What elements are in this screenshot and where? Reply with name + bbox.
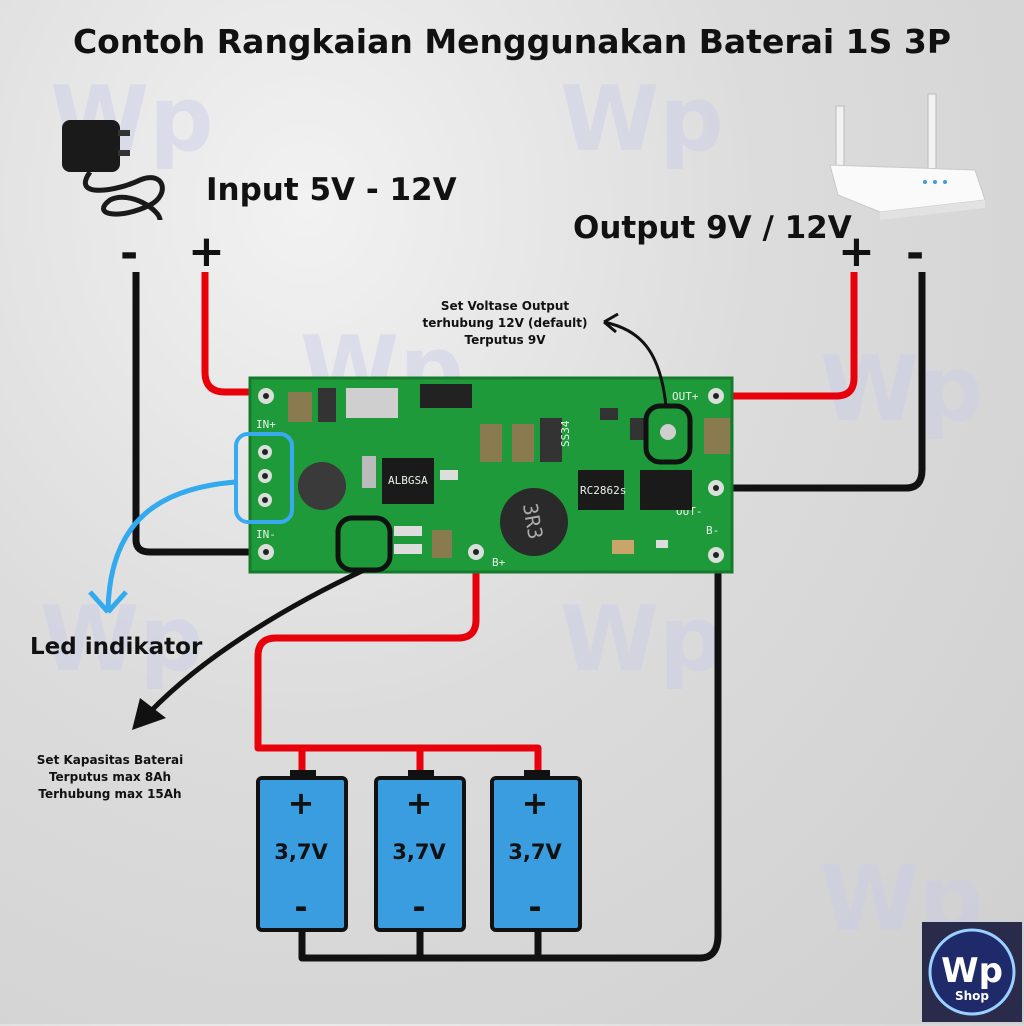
page-title: Contoh Rangkaian Menggunakan Baterai 1S … [72,22,952,61]
battery-voltage: 3,7V [274,840,328,864]
battery-negative-wire [298,560,722,962]
output-negative-wire [715,272,926,492]
logo-brand: Wp [941,951,1003,991]
battery-cell [374,776,466,932]
pcb-label-b-pos: B+ [492,556,506,569]
voltage-jumper-highlight [643,403,693,465]
input-voltage-label: Input 5V - 12V [206,172,457,208]
power-adapter-icon [62,120,165,221]
watermark: Wp [40,587,204,692]
router-icon [829,93,986,220]
battery-positive-sign: + [405,784,433,822]
note-line: Terhubung max 15Ah [38,787,182,801]
voltage-setting-note: Set Voltase Output terhubung 12V (defaul… [405,298,605,349]
battery-negative-sign: - [294,888,308,926]
pcb-label-b-neg: B- [706,524,719,537]
pcb-label-in-pos: IN+ [256,418,276,431]
voltage-note-arrow [603,320,668,407]
battery-voltage: 3,7V [392,840,446,864]
battery-negative-sign: - [528,888,542,926]
battery-cell [256,776,348,932]
watermark: Wp [820,337,984,442]
input-positive-wire [201,272,266,396]
watermark: Wp [560,587,724,692]
output-negative-sign: - [906,228,924,279]
pcb-label-out-pos: OUT+ [672,390,699,403]
note-line: Set Kapasitas Baterai [36,753,184,767]
watermark-group: Wp Wp Wp Wp Wp Wp Wp [40,67,984,952]
battery-cell [490,776,582,932]
shop-logo: Wp Shop [922,922,1022,1022]
input-positive-sign: + [188,226,225,277]
logo-sub: Shop [955,989,989,1003]
note-line: terhubung 12V (default) [422,316,588,330]
note-line: Set Voltase Output [440,299,570,313]
battery-positive-sign: + [521,784,549,822]
pcb-label-ic2: RC2862s [580,484,626,497]
led-arrow [105,479,237,611]
pcb-label-in-neg: IN- [256,528,276,541]
pcb-label-diode: SS34 [559,420,572,447]
input-negative-wire [132,272,266,556]
note-line: Terputus max 8Ah [48,770,172,784]
output-positive-sign: + [838,226,875,277]
led-header-highlight [234,432,294,524]
pcb-label-ic1: ALBGSA [388,474,428,487]
output-voltage-label: Output 9V / 12V [573,210,852,246]
battery-pack [256,770,582,932]
battery-negative-sign: - [412,888,426,926]
battery-positive-sign: + [287,784,315,822]
pcb-board: IN+ IN- OUT+ OUT- B+ B- SS34 ALBGSA 3R3 … [234,376,734,574]
input-negative-sign: - [120,228,138,279]
watermark: Wp [560,67,724,172]
note-line: Terputus 9V [464,333,546,347]
capacity-note-arrow [148,567,366,714]
battery-voltage: 3,7V [508,840,562,864]
output-positive-wire [715,272,858,400]
wires [132,272,926,962]
led-indicator-label: Led indikator [30,634,203,660]
battery-positive-wire [254,560,542,775]
capacity-setting-note: Set Kapasitas Baterai Terputus max 8Ah T… [20,752,200,803]
